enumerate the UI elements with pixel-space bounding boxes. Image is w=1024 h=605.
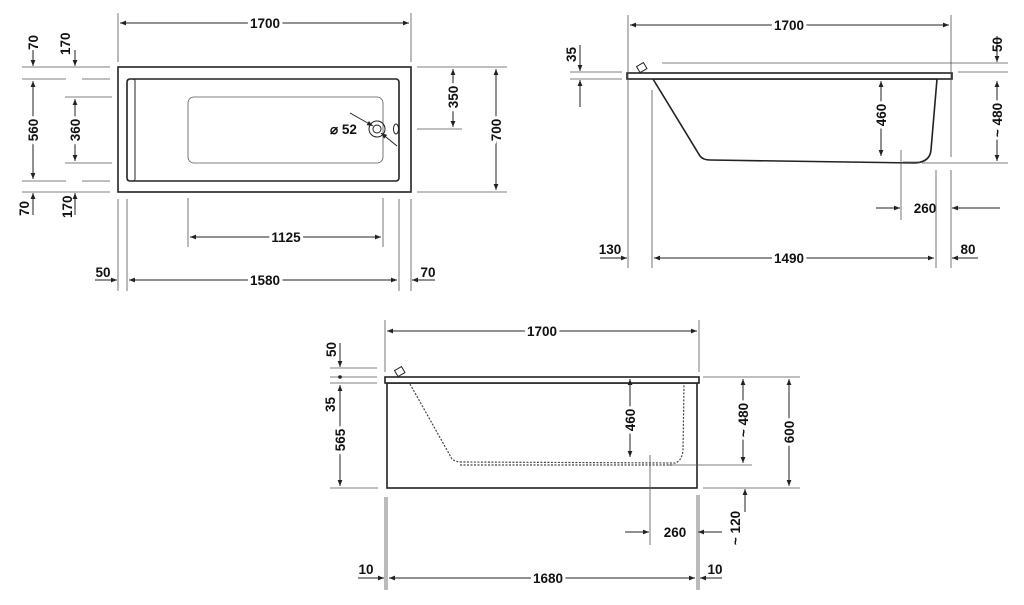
side-view: 1700 35 50 ~ 480 460 260 1490 130 80	[564, 15, 1008, 269]
apron-height-label: 565	[333, 428, 348, 451]
apron-panel	[386, 382, 698, 489]
left-offset-label: 130	[599, 242, 622, 257]
front-total-depth-label: ~ 480	[736, 403, 751, 437]
apron-length-label: 1680	[533, 571, 563, 586]
feet-adjust-label: ~ 120	[728, 511, 743, 545]
tub-hidden-outline	[409, 383, 685, 464]
bottom-length-label: 1490	[774, 251, 804, 266]
right-offset-label: 80	[960, 242, 975, 257]
overall-length-label: 1700	[250, 16, 280, 31]
tub-body	[651, 78, 938, 164]
drain-diameter-label: ⌀ 52	[330, 122, 357, 137]
tub-rim	[626, 72, 953, 80]
drain-icon	[349, 112, 398, 147]
basin-outline	[187, 96, 384, 164]
headrest-icon	[635, 61, 648, 74]
rim-bottom-left-label: 70	[17, 201, 32, 216]
basin-width-label: 360	[68, 119, 83, 142]
tub-rim-inner	[126, 78, 400, 182]
rim-bottom-inner-label: 170	[60, 195, 75, 218]
front-headrest-height-label: 50	[324, 342, 339, 357]
inner-width-label: 560	[26, 119, 41, 142]
overall-height-label: 600	[782, 421, 797, 444]
front-headrest-icon	[393, 365, 406, 378]
side-headrest-height-label: 50	[990, 37, 1005, 52]
inner-length-label: 1580	[250, 273, 280, 288]
headrest-strip	[126, 78, 136, 182]
right-rim-label: 70	[420, 265, 435, 280]
side-drain-position-label: 260	[914, 201, 937, 216]
side-depth-label: 460	[874, 104, 889, 127]
front-overall-length-label: 1700	[527, 324, 557, 339]
front-view: 1700 50 35 565 460 ~ 480 600 ~ 120 260 1…	[323, 320, 800, 590]
left-rim-label: 50	[95, 265, 110, 280]
plan-view: ⌀ 52 1700 70 170 560 360 70 170 350 700	[17, 13, 507, 291]
front-depth-label: 460	[623, 409, 638, 432]
side-overall-length-label: 1700	[774, 18, 804, 33]
front-tub-rim	[384, 376, 700, 384]
overall-width-label: 700	[489, 119, 504, 142]
rim-top-left-label: 70	[26, 35, 41, 50]
front-drain-position-label: 260	[664, 525, 687, 540]
overflow-icon	[393, 123, 399, 135]
basin-length-label: 1125	[271, 230, 301, 245]
front-left-offset-label: 10	[358, 562, 373, 577]
front-rim-thickness-label: 35	[323, 396, 338, 412]
rim-top-inner-label: 170	[58, 32, 73, 55]
side-total-depth-label: ~ 480	[990, 103, 1005, 137]
front-right-offset-label: 10	[707, 562, 722, 577]
side-rim-thickness-label: 35	[564, 46, 579, 62]
drain-offset-label: 350	[446, 86, 461, 109]
